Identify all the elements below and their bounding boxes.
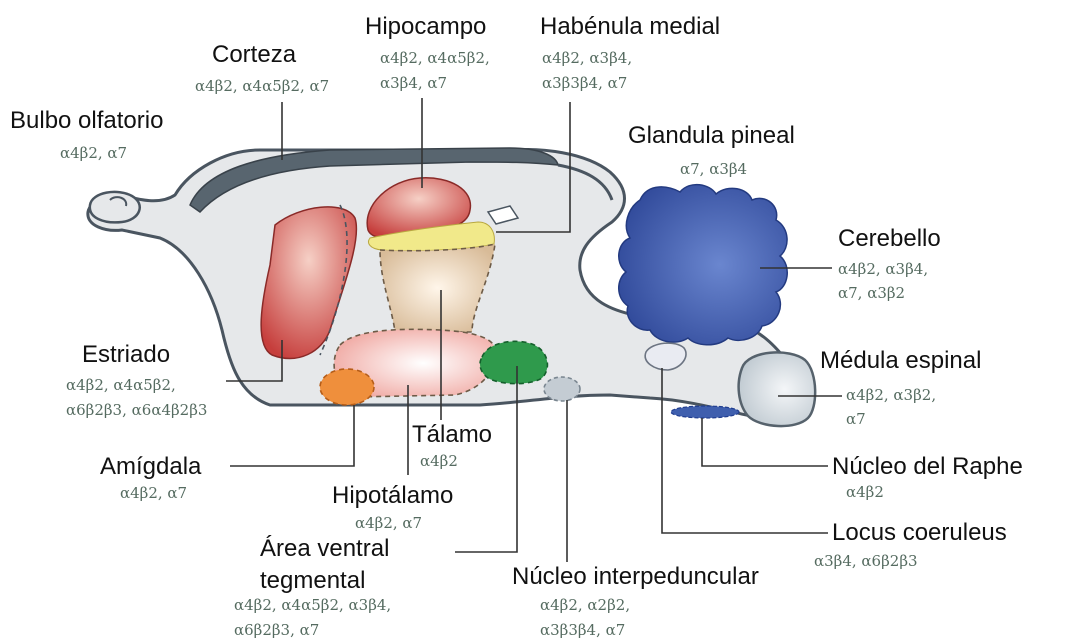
label-interped: Núcleo interpeduncular α4β2, α2β2, α3β3β… bbox=[512, 563, 759, 639]
subunit-line: α3β3β4, α7 bbox=[542, 74, 627, 92]
subunit-line: α7, α3β2 bbox=[838, 284, 905, 302]
label-hipocampo: Hipocampo α4β2, α4α5β2, α3β4, α7 bbox=[365, 13, 490, 92]
subunit-line: α6β2β3, α6α4β2β3 bbox=[66, 401, 207, 419]
subunit-line: α3β4, α6β2β3 bbox=[814, 552, 918, 570]
interpeduncular-nucleus bbox=[544, 377, 580, 401]
region-name: Médula espinal bbox=[820, 347, 981, 374]
subunit-line: α6β2β3, α7 bbox=[234, 621, 319, 639]
label-bulbo: Bulbo olfatorio α4β2, α7 bbox=[10, 107, 163, 162]
region-name: Habénula medial bbox=[540, 13, 720, 40]
cerebellum bbox=[619, 185, 788, 345]
subunit-line: α4β2, α4α5β2, bbox=[66, 376, 176, 394]
subunit-line: α4β2, α3β2, bbox=[846, 386, 936, 404]
label-hipotalamo: Hipotálamo α4β2, α7 bbox=[332, 482, 453, 532]
locus-coeruleus bbox=[645, 343, 686, 370]
label-vta: Área ventral tegmental α4β2, α4α5β2, α3β… bbox=[234, 535, 391, 639]
label-talamo: Tálamo α4β2 bbox=[412, 421, 492, 470]
label-pineal: Glandula pineal α7, α3β4 bbox=[628, 122, 795, 178]
subunit-line: α4β2, α4α5β2, α3β4, bbox=[234, 596, 391, 614]
subunit-line: α4β2, α4α5β2, α7 bbox=[195, 77, 329, 95]
label-corteza: Corteza α4β2, α4α5β2, α7 bbox=[195, 41, 329, 95]
subunit-line: α4β2, α7 bbox=[355, 514, 422, 532]
label-amigdala: Amígdala α4β2, α7 bbox=[100, 453, 202, 502]
region-name: Estriado bbox=[82, 341, 170, 368]
subunit-line: α4β2, α7 bbox=[120, 484, 187, 502]
subunit-line: α4β2, α2β2, bbox=[540, 596, 630, 614]
region-name: Glandula pineal bbox=[628, 122, 795, 149]
region-name: Cerebello bbox=[838, 225, 941, 252]
label-estriado: Estriado α4β2, α4α5β2, α6β2β3, α6α4β2β3 bbox=[66, 341, 207, 419]
subunit-line: α7 bbox=[846, 410, 866, 428]
region-name: Núcleo interpeduncular bbox=[512, 563, 759, 590]
region-name: Locus coeruleus bbox=[832, 519, 1007, 546]
subunit-line: α4β2, α4α5β2, bbox=[380, 49, 490, 67]
region-name: Tálamo bbox=[412, 421, 492, 448]
label-raphe: Núcleo del Raphe α4β2 bbox=[832, 453, 1023, 501]
label-cerebelo: Cerebello α4β2, α3β4, α7, α3β2 bbox=[838, 225, 941, 302]
subunit-line: α7, α3β4 bbox=[680, 160, 747, 178]
subunit-line: α4β2 bbox=[420, 452, 458, 470]
ventral-tegmental-area bbox=[480, 341, 547, 383]
subunit-line: α4β2, α3β4, bbox=[542, 49, 632, 67]
raphe-nucleus bbox=[671, 406, 739, 418]
region-name: Núcleo del Raphe bbox=[832, 453, 1023, 480]
label-medula: Médula espinal α4β2, α3β2, α7 bbox=[820, 347, 981, 428]
region-name: Amígdala bbox=[100, 453, 202, 480]
region-name: Bulbo olfatorio bbox=[10, 107, 163, 134]
subunit-line: α4β2, α7 bbox=[60, 144, 127, 162]
region-name: Corteza bbox=[212, 41, 297, 68]
amygdala bbox=[320, 369, 374, 405]
label-habenula: Habénula medial α4β2, α3β4, α3β3β4, α7 bbox=[540, 13, 720, 92]
label-locus: Locus coeruleus α3β4, α6β2β3 bbox=[814, 519, 1007, 570]
region-name: Hipotálamo bbox=[332, 482, 453, 509]
region-name: Hipocampo bbox=[365, 13, 486, 40]
region-name: tegmental bbox=[260, 567, 365, 594]
subunit-line: α4β2, α3β4, bbox=[838, 260, 928, 278]
subunit-line: α4β2 bbox=[846, 483, 884, 501]
leader-line-amigdala bbox=[230, 405, 354, 466]
region-name: Área ventral bbox=[260, 535, 389, 562]
subunit-line: α3β3β4, α7 bbox=[540, 621, 625, 639]
spinal-cord bbox=[739, 352, 816, 426]
subunit-line: α3β4, α7 bbox=[380, 74, 447, 92]
